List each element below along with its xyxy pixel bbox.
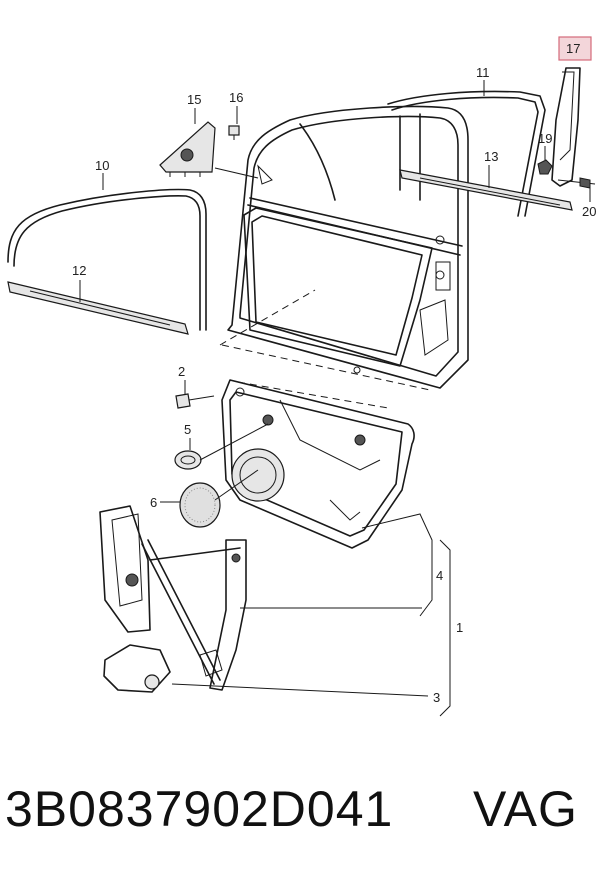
brand-name: VAG: [473, 781, 578, 837]
callout-2: 2: [178, 364, 185, 379]
callout-5: 5: [184, 422, 191, 437]
part-17-pillar-trim: [551, 67, 581, 187]
part-19-nut: [537, 159, 553, 175]
door-leader: [214, 167, 259, 179]
part-13-outer-strip: [399, 169, 573, 211]
bracket-4: [361, 513, 433, 617]
callout-15: 15: [187, 92, 201, 107]
part-10-frame-seal: [7, 188, 207, 331]
callout-17: 17: [566, 41, 580, 56]
leader-3: [171, 683, 429, 697]
callout-11: 11: [476, 65, 490, 80]
part-15-mirror-cover: [159, 121, 216, 177]
window-regulator: [99, 505, 247, 693]
part-11-window-channel: [387, 90, 546, 217]
callout-1: 1: [456, 620, 463, 635]
callout-10: 10: [95, 158, 109, 173]
callout-4: 4: [436, 568, 443, 583]
part-20-screw: [557, 177, 596, 189]
leader-5b: [199, 423, 269, 461]
callout-6: 6: [150, 495, 157, 510]
callout-17-highlight: [558, 36, 592, 61]
callout-16: 16: [229, 90, 243, 105]
part-6-speaker-cover: [179, 482, 221, 528]
part-number: 3B0837902D041: [5, 781, 394, 837]
callout-13: 13: [484, 149, 498, 164]
part-4-assembly-carrier: [221, 379, 415, 549]
leader-6b: [214, 469, 259, 501]
callout-20: 20: [582, 204, 596, 219]
door-shell: [227, 105, 469, 389]
footer: 3B0837902D041 VAG: [0, 780, 600, 860]
callout-3: 3: [433, 690, 440, 705]
part-5-grommet: [174, 450, 202, 470]
part-16-bolt: [228, 125, 240, 140]
callout-12: 12: [72, 263, 86, 278]
callout-19: 19: [538, 131, 552, 146]
part-12-window-strip: [7, 281, 189, 335]
part-2-screw: [175, 393, 215, 409]
door-dash-guide: [219, 289, 431, 391]
bracket-1: [439, 539, 451, 717]
